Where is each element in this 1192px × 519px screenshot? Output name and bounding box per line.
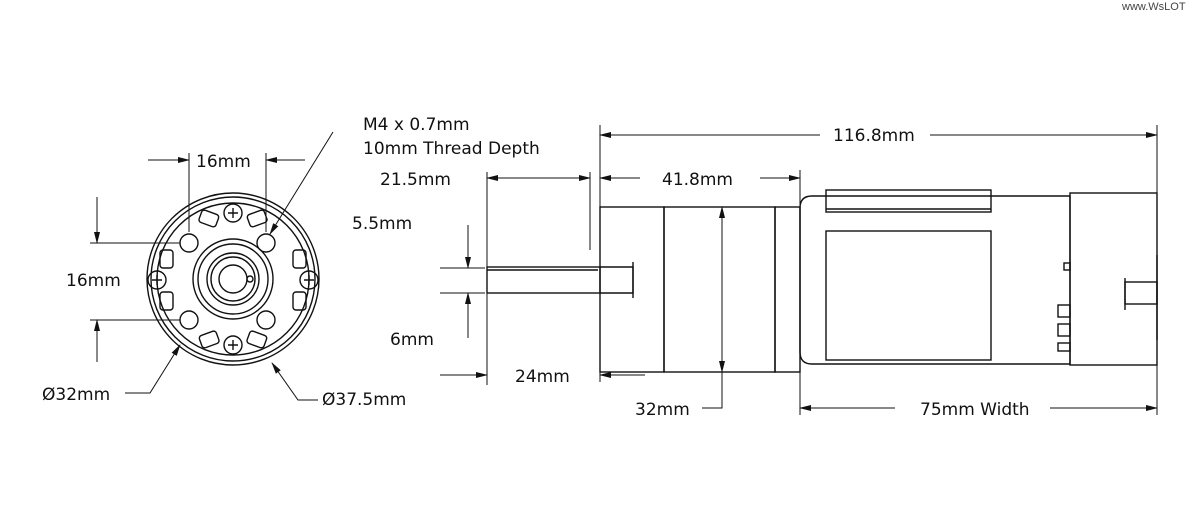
thread-label-2: 10mm Thread Depth xyxy=(363,139,540,159)
screw-icon xyxy=(223,203,243,223)
front-view: 16mm 16mm Ø32mm Ø37.5mm M4 x 0.7mm 10mm … xyxy=(42,115,540,410)
dim-flat-depth: 5.5mm xyxy=(352,214,412,234)
inner-circle-32 xyxy=(150,196,316,362)
mounting-hole xyxy=(256,310,276,330)
dim-total-length: 116.8mm xyxy=(833,126,915,146)
screw-icon xyxy=(299,270,319,290)
dim-gearbox-length: 41.8mm xyxy=(662,170,733,190)
motor-label-area xyxy=(825,230,992,361)
mounting-hole xyxy=(256,233,276,253)
dim-shaft-length: 21.5mm xyxy=(380,170,451,190)
thread-label-1: M4 x 0.7mm xyxy=(363,115,470,135)
screw-icon xyxy=(147,270,167,290)
dim-shaft-diameter: 6mm xyxy=(390,330,434,350)
screws xyxy=(147,203,319,355)
dim-shaft-to-body: 24mm xyxy=(515,367,570,387)
shaft-end xyxy=(218,264,248,294)
output-shaft xyxy=(486,266,601,294)
dim-inner-diameter: Ø32mm xyxy=(42,385,110,405)
encoder-cap xyxy=(1069,192,1158,366)
motor-strip xyxy=(825,189,992,213)
gearbox-front xyxy=(599,206,665,373)
rear-shaft xyxy=(1124,281,1158,305)
outer-circle xyxy=(146,192,320,366)
dim-outer-diameter: Ø37.5mm xyxy=(322,390,406,410)
dim-hole-spacing-h: 16mm xyxy=(196,152,251,172)
mounting-hole xyxy=(179,310,199,330)
screw-icon xyxy=(223,335,243,355)
mounting-holes xyxy=(179,233,276,330)
gearbox-body xyxy=(663,206,776,373)
dim-hole-spacing-v: 16mm xyxy=(66,271,121,291)
hub xyxy=(192,238,274,320)
motor-can xyxy=(799,195,1071,365)
dim-motor-width: 75mm Width xyxy=(920,400,1030,420)
side-view: 21.5mm 41.8mm 116.8mm 5.5mm 6mm 24mm 32m… xyxy=(352,125,1158,420)
watermark: www.WsLOT xyxy=(1121,1,1186,13)
dim-gearbox-diameter: 32mm xyxy=(635,400,690,420)
mounting-hole xyxy=(179,233,199,253)
